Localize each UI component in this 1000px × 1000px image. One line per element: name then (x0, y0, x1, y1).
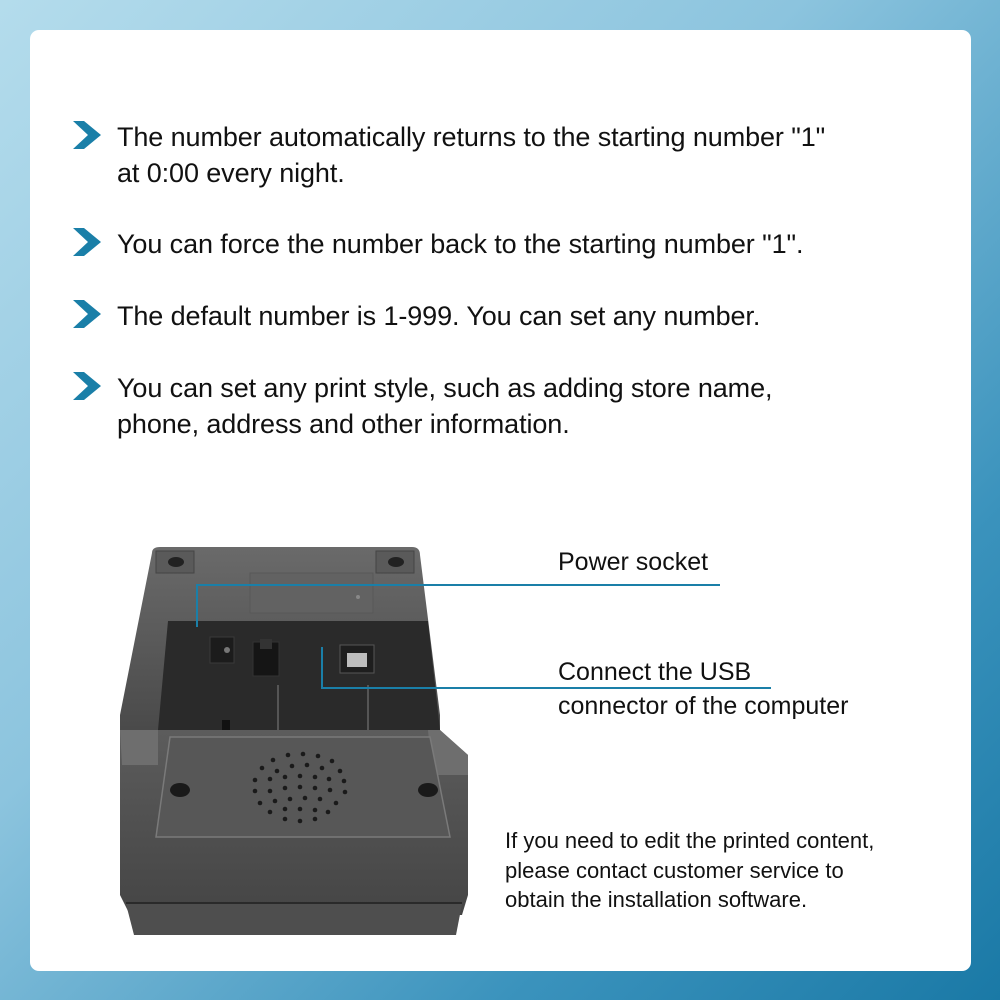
bullet-text-line: at 0:00 every night. (117, 158, 345, 188)
speaker-grille (252, 751, 348, 824)
chevron-right-icon (73, 372, 101, 400)
chevron-right-icon (73, 121, 101, 149)
printer-rear-image (120, 547, 468, 935)
bullet-text-line: You can force the number back to the sta… (117, 229, 804, 259)
callout-label-usb-line1: Connect the USB (558, 658, 752, 686)
chevron-right-icon (73, 300, 101, 328)
bullet-text-line: The number automatically returns to the … (117, 122, 826, 152)
callout-label-usb-line2: connector of the computer (558, 692, 849, 720)
note-line: If you need to edit the printed content, (505, 828, 875, 853)
callout-label-power-socket: Power socket (558, 548, 709, 576)
note-line: please contact customer service to (505, 857, 844, 883)
feature-bullet-force-reset: You can force the number back to the sta… (73, 226, 803, 262)
feature-bullet-number-range: The default number is 1-999. You can set… (73, 298, 760, 334)
content-card: The number automatically returns to the … (30, 30, 971, 971)
bullet-text-line: phone, address and other information. (117, 409, 570, 439)
bullet-text-line: You can set any print style, such as add… (117, 373, 773, 403)
bullet-text-line: The default number is 1-999. You can set… (117, 301, 761, 331)
feature-bullet-print-style: You can set any print style, such as add… (73, 370, 773, 442)
note-line: obtain the installation software. (505, 887, 808, 912)
chevron-right-icon (73, 228, 101, 256)
software-note: If you need to edit the printed content,… (505, 826, 874, 915)
feature-bullet-auto-reset: The number automatically returns to the … (73, 119, 825, 191)
